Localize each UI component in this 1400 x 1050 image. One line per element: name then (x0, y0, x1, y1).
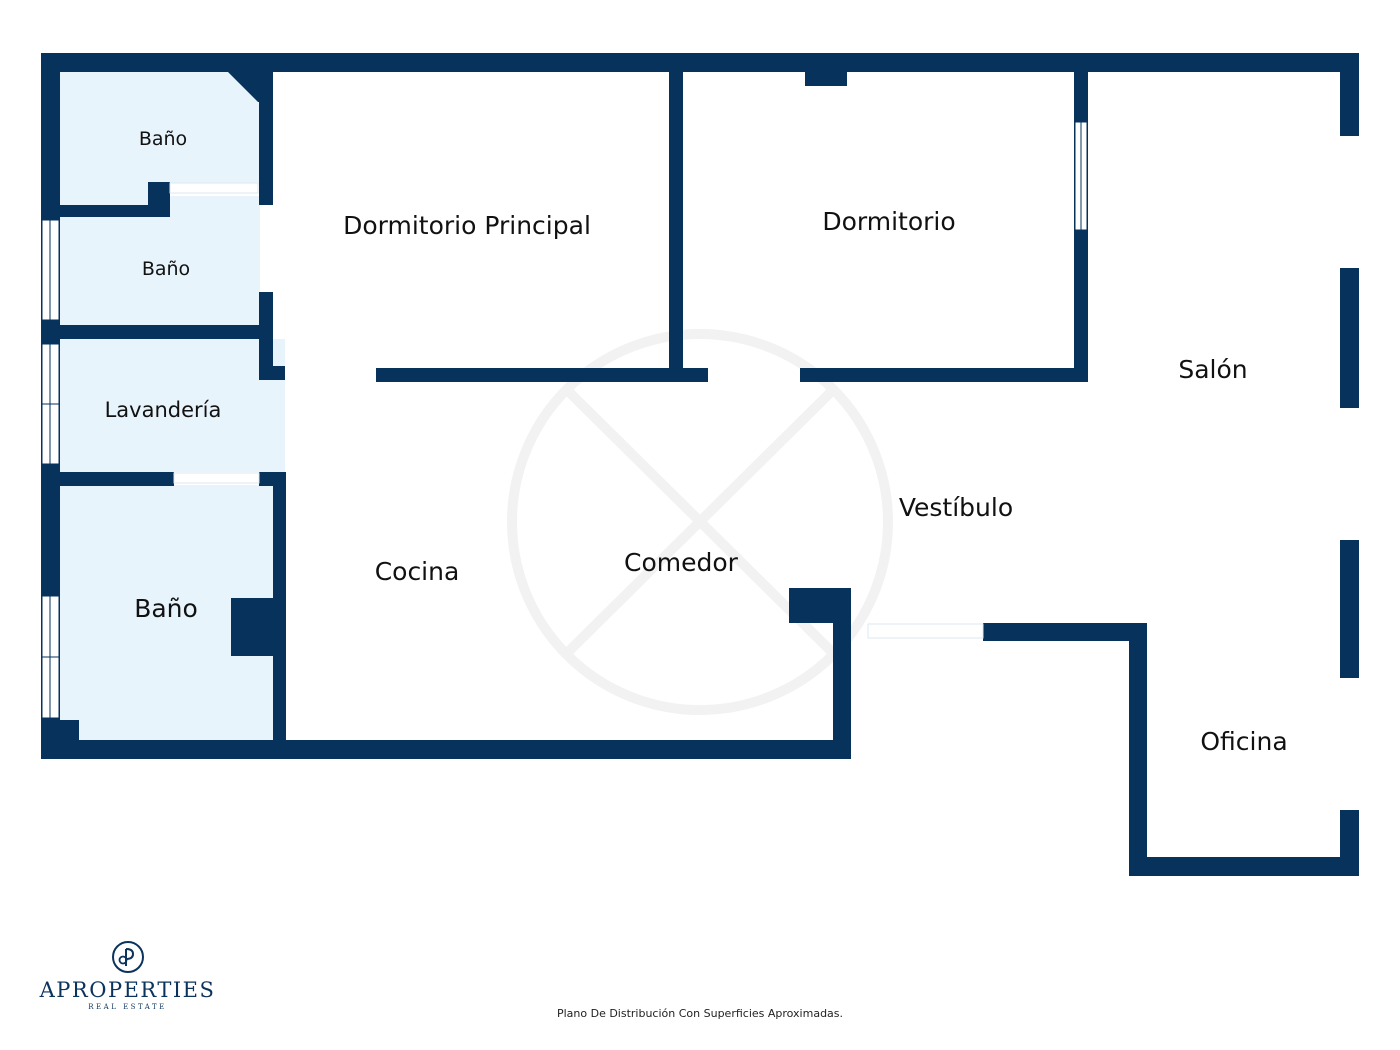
bano-2-floor (60, 196, 260, 326)
room-label-comedor: Comedor (624, 548, 739, 577)
watermark (507, 329, 893, 715)
bano-1-floor (60, 72, 260, 205)
room-labels: Baño Baño Lavandería Baño Dormitorio Pri… (105, 128, 1288, 756)
room-label-cocina: Cocina (375, 557, 460, 586)
plan-footnote: Plano De Distribución Con Superficies Ap… (556, 1007, 844, 1020)
company-logo: APROPERTIES REAL ESTATE (30, 940, 225, 1012)
room-label-lavanderia: Lavandería (105, 398, 222, 422)
logo-name: APROPERTIES (39, 978, 216, 1002)
room-label-dormitorio-principal: Dormitorio Principal (343, 211, 591, 240)
logo-subtitle: REAL ESTATE (88, 1003, 167, 1011)
room-label-salon: Salón (1178, 355, 1247, 384)
room-label-dormitorio: Dormitorio (822, 207, 955, 236)
room-label-vestibulo: Vestíbulo (899, 493, 1013, 522)
door-openings (169, 182, 984, 639)
room-label-oficina: Oficina (1200, 727, 1287, 756)
windows (41, 121, 1088, 719)
room-label-bano-2: Baño (142, 258, 190, 280)
ap-monogram-icon (111, 940, 145, 974)
room-label-bano-3: Baño (134, 594, 198, 623)
room-label-bano-1: Baño (139, 128, 187, 150)
lavanderia-floor (60, 339, 285, 472)
